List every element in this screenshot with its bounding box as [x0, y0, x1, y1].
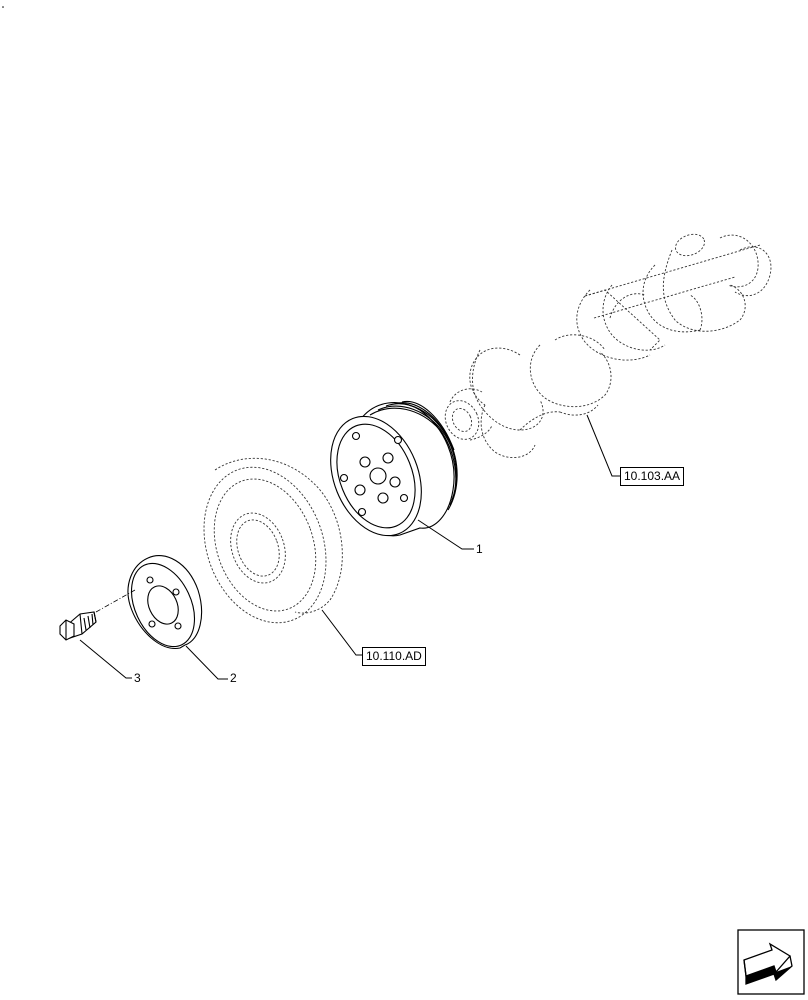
hub-plate — [127, 555, 203, 649]
callout-1: 1 — [476, 542, 483, 556]
callout-2: 2 — [230, 671, 237, 685]
callout-3: 3 — [134, 671, 141, 685]
assembly-axis-line — [95, 589, 136, 613]
damper-reference-box[interactable]: 10.110.AD — [362, 647, 426, 666]
bolt — [59, 611, 97, 641]
leader-1 — [417, 519, 474, 550]
crankshaft-pulley — [330, 400, 458, 537]
crankshaft-reference-box[interactable]: 10.103.AA — [620, 467, 685, 486]
leader-2 — [185, 645, 228, 680]
leader-damper-ref — [321, 609, 362, 656]
leader-3 — [79, 639, 132, 679]
leader-crankshaft-ref — [586, 414, 620, 477]
crankshaft-ghost — [444, 233, 772, 459]
vibration-damper-ghost — [203, 457, 343, 624]
next-page-arrow-icon[interactable] — [737, 929, 805, 995]
